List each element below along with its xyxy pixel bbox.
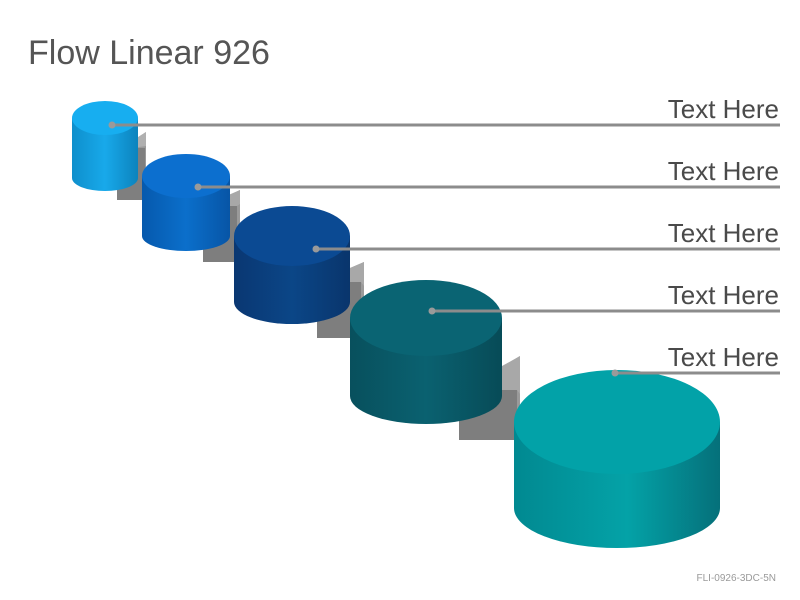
step-label-2: Text Here [668,156,779,186]
footer-code: FLI-0926-3DC-5N [696,573,776,584]
step-label-5: Text Here [668,342,779,372]
step-label-1: Text Here [668,94,779,124]
leader-line-1 [108,121,780,129]
leader-line-3 [312,245,780,253]
cylinder-step-1 [72,101,138,191]
cylinder-step-3 [234,206,350,324]
cylinder-step-5 [514,370,720,548]
page-title: Flow Linear 926 [28,34,270,72]
leader-line-5 [611,369,780,377]
cylinder-step-2 [142,154,230,251]
leader-line-4 [428,307,780,315]
cylinder-step-4 [350,280,502,424]
step-label-3: Text Here [668,218,779,248]
step-label-4: Text Here [668,280,779,310]
leader-line-2 [194,183,780,191]
